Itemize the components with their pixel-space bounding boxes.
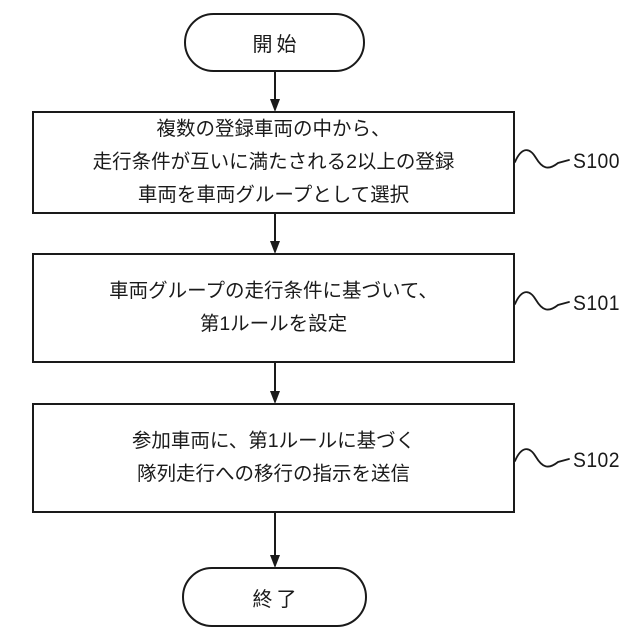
reference-squiggle-icon — [514, 448, 570, 468]
flow-arrow-down-icon — [269, 72, 281, 112]
flow-arrow-down-icon — [269, 363, 281, 404]
process-text-line: 車両グループの走行条件に基づいて、 — [109, 280, 438, 302]
process-text-line: 走行条件が互いに満たされる2以上の登録 — [92, 151, 455, 173]
step-reference-s100: S100 — [514, 146, 624, 178]
reference-squiggle-icon — [514, 149, 570, 169]
end-terminal: 終了 — [182, 567, 367, 627]
step-reference-s101: S101 — [514, 288, 624, 320]
step-reference-label: S100 — [573, 150, 620, 173]
arrow-shaft — [274, 363, 276, 391]
arrow-shaft — [274, 72, 276, 99]
arrow-head — [270, 555, 280, 568]
process-text-line: 隊列走行への移行の指示を送信 — [136, 463, 410, 485]
reference-squiggle-icon — [514, 291, 570, 311]
process-text-line: 複数の登録車両の中から、 — [156, 118, 391, 140]
arrow-head — [270, 241, 280, 254]
arrow-head — [270, 99, 280, 112]
flow-arrow-down-icon — [269, 513, 281, 568]
process-box-s102: 参加車両に、第1ルールに基づく 隊列走行への移行の指示を送信 — [32, 403, 515, 513]
start-label: 開始 — [252, 34, 301, 56]
step-reference-s102: S102 — [514, 445, 624, 477]
arrow-shaft — [274, 213, 276, 241]
step-reference-label: S101 — [573, 292, 620, 315]
end-label: 終了 — [252, 588, 301, 611]
start-terminal: 開始 — [184, 13, 365, 72]
step-reference-label: S102 — [573, 449, 620, 472]
process-box-s100: 複数の登録車両の中から、 走行条件が互いに満たされる2以上の登録 車両を車両グル… — [32, 111, 515, 214]
arrow-shaft — [274, 513, 276, 555]
flow-arrow-down-icon — [269, 213, 281, 254]
process-text-line: 参加車両に、第1ルールに基づく — [131, 430, 416, 452]
process-box-s101: 車両グループの走行条件に基づいて、 第1ルールを設定 — [32, 253, 515, 363]
arrow-head — [270, 391, 280, 404]
process-text-line: 第1ルールを設定 — [199, 313, 348, 335]
process-text-line: 車両を車両グループとして選択 — [137, 184, 410, 206]
